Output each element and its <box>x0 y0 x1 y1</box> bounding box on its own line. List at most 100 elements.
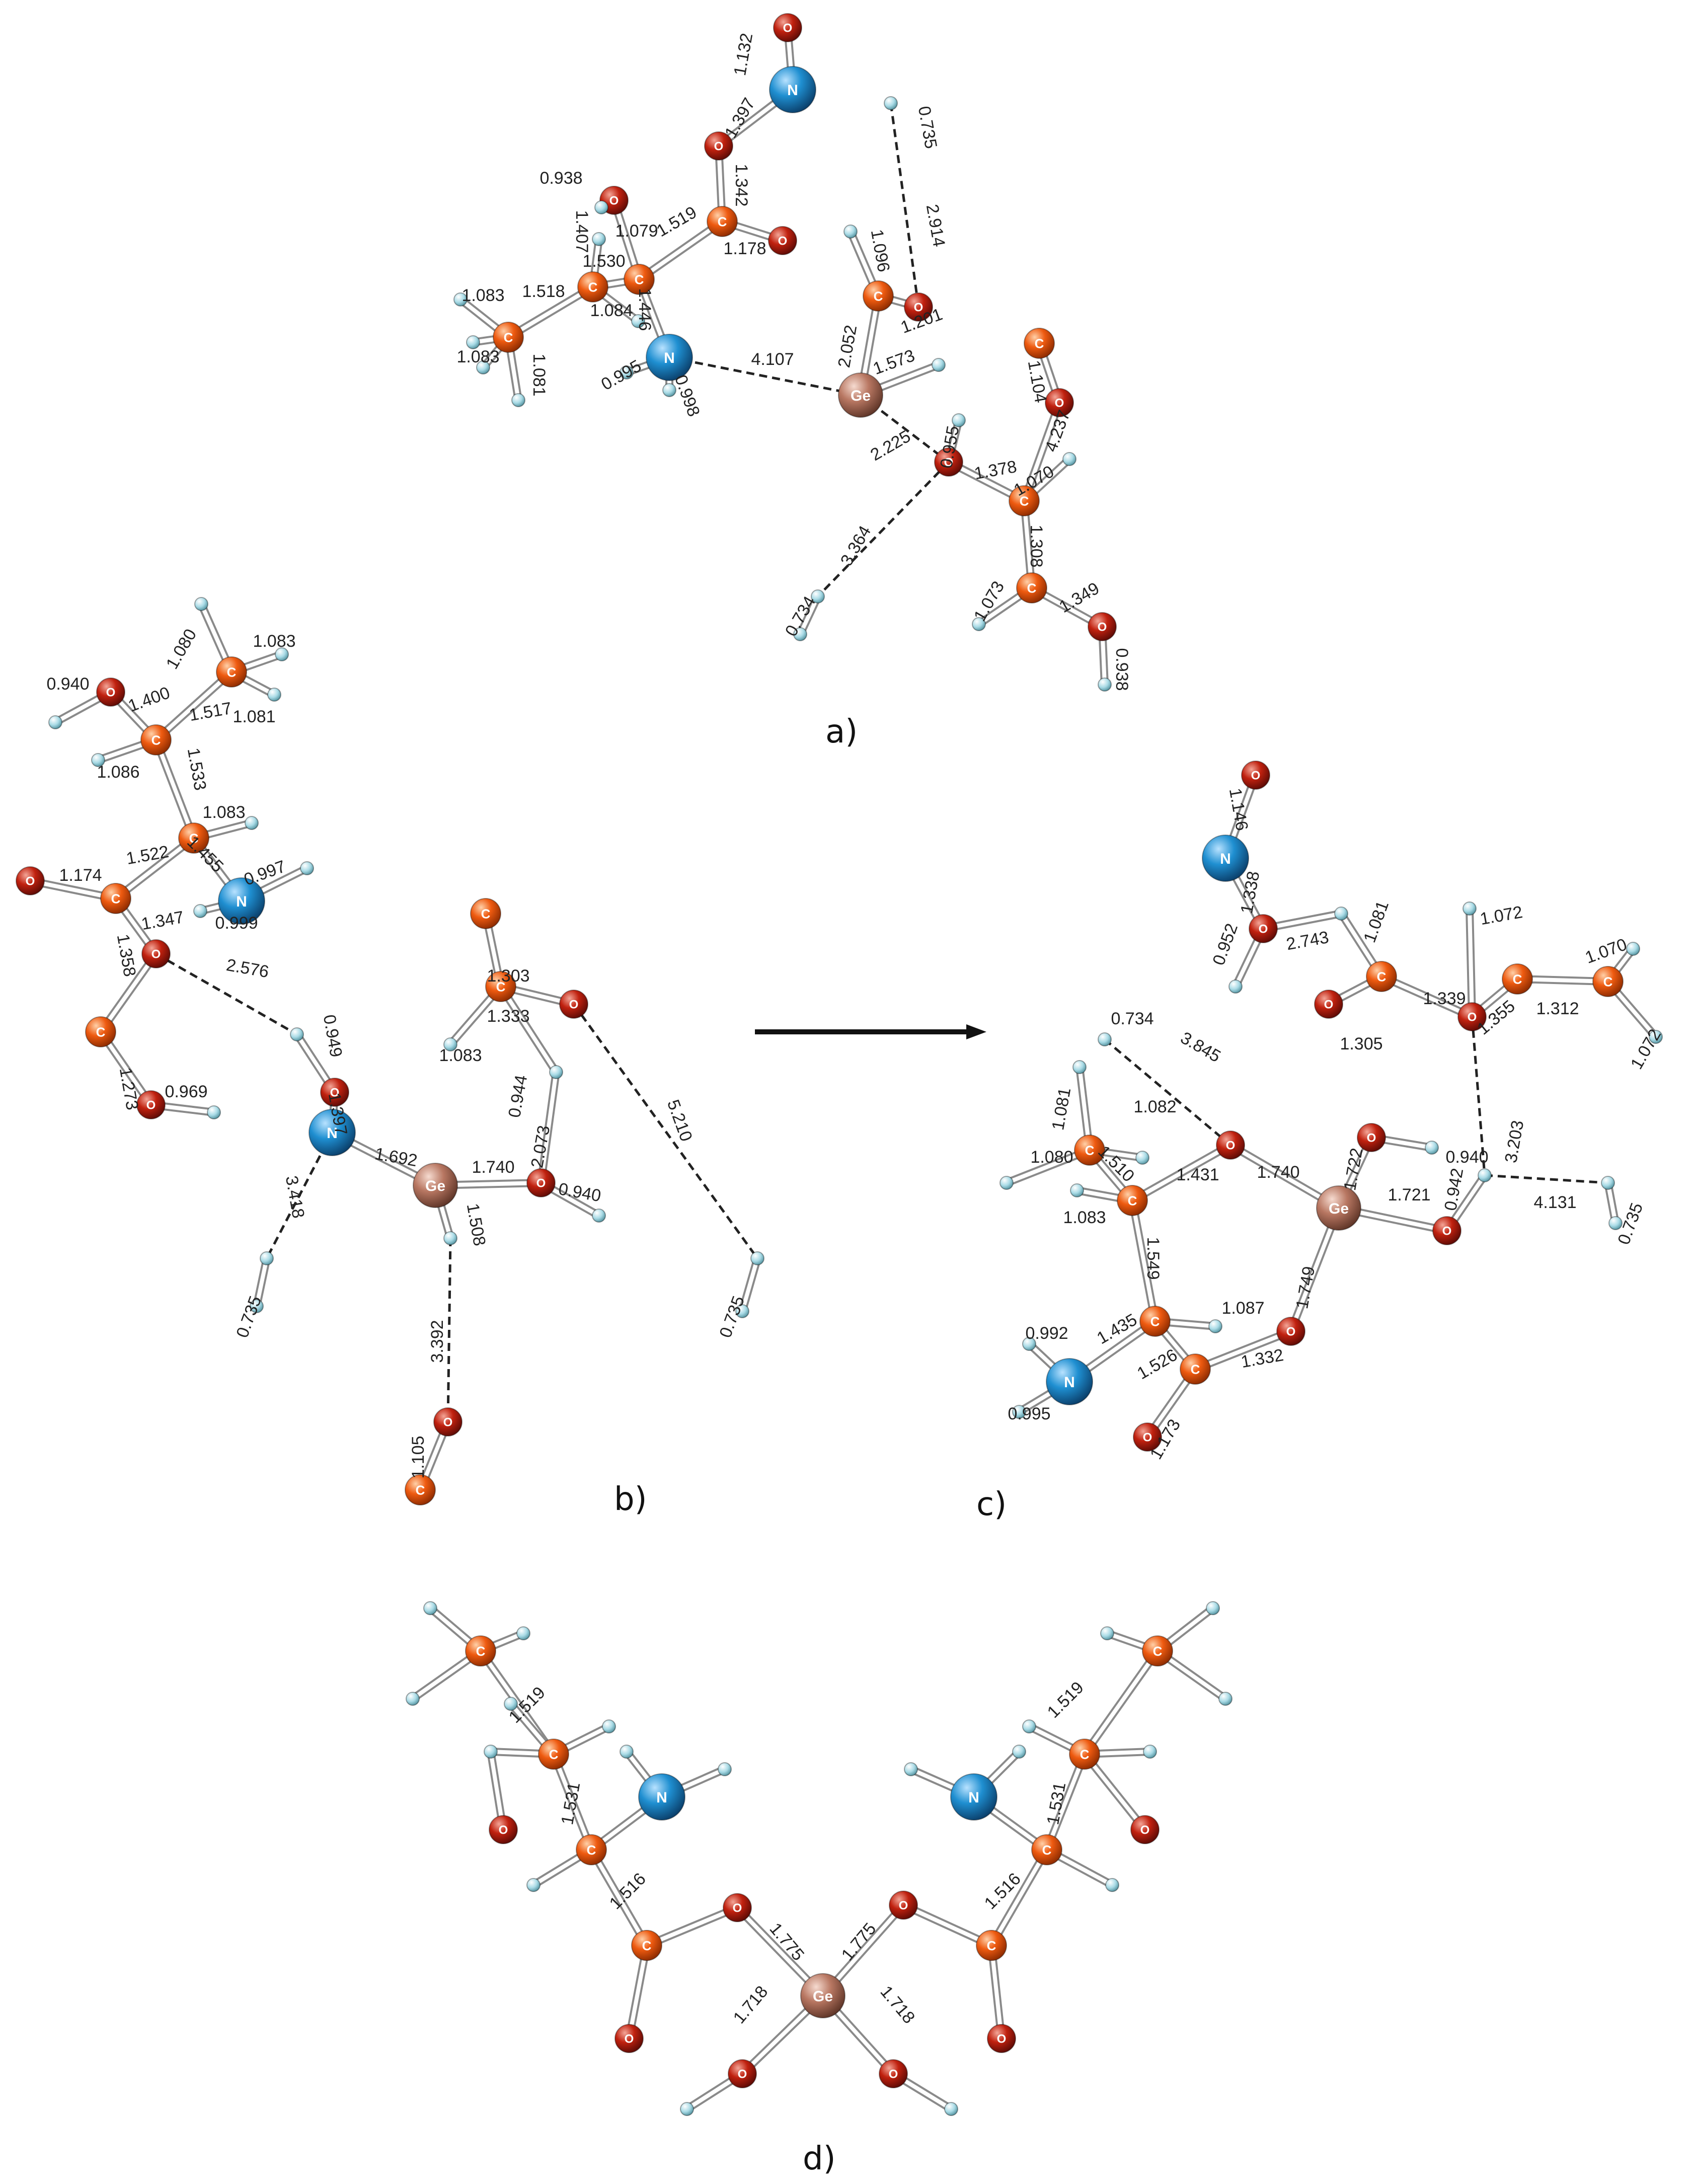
atom-O: O <box>904 292 933 322</box>
bond-length-label: 1.718 <box>877 1982 919 2027</box>
atom-H <box>1072 1060 1087 1074</box>
atom-H <box>1208 1319 1222 1333</box>
atom-O: O <box>141 939 171 968</box>
bond-highlight <box>901 1903 993 1947</box>
bond-highlight <box>589 1848 649 1947</box>
atom-H <box>1022 1719 1036 1734</box>
atom-O: O <box>1216 1131 1245 1160</box>
atom-symbol: Ge <box>1329 1200 1349 1217</box>
atom-H <box>423 1601 437 1615</box>
bond-length-label: 1.358 <box>113 933 139 978</box>
atom-O: O <box>559 990 588 1019</box>
atom-H <box>952 413 966 427</box>
atom-O: O <box>879 2059 908 2088</box>
atom-symbol: C <box>189 831 199 846</box>
panel-a: ONOCOCOCCNOCGeCOOCCO1.1321.3971.3421.178… <box>453 13 1131 692</box>
atom-Ge: Ge <box>838 372 883 418</box>
bond-length-label: 2.576 <box>225 955 270 982</box>
atom-symbol: O <box>536 1177 546 1190</box>
atom-H <box>662 383 676 397</box>
atom-H <box>443 1037 457 1051</box>
bond-length-label: 0.952 <box>1209 921 1242 968</box>
atom-H <box>1143 1745 1157 1759</box>
atom-C: C <box>624 264 655 295</box>
bond-highlight <box>154 738 196 840</box>
atom-H <box>245 816 259 830</box>
atom-symbol: O <box>1140 1824 1150 1837</box>
atom-symbol: N <box>968 1789 979 1806</box>
bond-length-label: 1.400 <box>126 683 173 716</box>
bond-length-label: 0.999 <box>215 914 258 933</box>
atom-O: O <box>1276 1317 1305 1346</box>
bond-length-label: 3.418 <box>282 1174 308 1220</box>
atom-symbol: O <box>714 140 724 154</box>
atom-O: O <box>433 1407 463 1437</box>
panel-a-label: a) <box>825 713 858 750</box>
atom-H <box>290 1027 304 1041</box>
atom-symbol: O <box>1286 1325 1296 1339</box>
atom-symbol: C <box>1020 493 1029 508</box>
atom-H <box>793 627 807 641</box>
atom-C: C <box>140 724 172 756</box>
bond-length-label: 1.080 <box>163 626 200 672</box>
bond-highlight <box>114 836 196 900</box>
atom-symbol: C <box>1042 1842 1052 1857</box>
atom-H <box>1425 1141 1439 1155</box>
atom-O: O <box>96 677 125 707</box>
atom-O: O <box>1457 1002 1487 1031</box>
atom-symbol: Ge <box>813 1988 833 2005</box>
atom-H <box>1218 1692 1233 1706</box>
atom-H <box>1478 1168 1492 1182</box>
atom-O: O <box>1314 990 1343 1019</box>
atom-C: C <box>577 271 608 303</box>
atom-H <box>904 1762 918 1776</box>
atom-O: O <box>1432 1216 1461 1245</box>
atom-symbol: O <box>625 2032 634 2046</box>
atom-C: C <box>1074 1135 1105 1166</box>
atom-C: C <box>216 656 247 688</box>
bond-highlight <box>1606 1181 1618 1225</box>
atom-O: O <box>136 1090 166 1119</box>
atom-symbol: C <box>1035 336 1044 351</box>
atom-H <box>406 1692 420 1706</box>
atom-C: C <box>493 322 524 353</box>
atom-O: O <box>768 226 797 255</box>
atom-symbol: O <box>499 1824 508 1837</box>
bond-length-label: 0.938 <box>540 169 582 188</box>
panel-c-label: c) <box>976 1486 1007 1523</box>
atom-Ge: Ge <box>1316 1185 1361 1231</box>
atom-O: O <box>987 2024 1016 2053</box>
bond-highlight <box>645 1906 739 1947</box>
atom-C: C <box>405 1474 436 1505</box>
hydrogen-bond <box>265 1132 334 1259</box>
atom-N: N <box>638 1773 685 1821</box>
atom-symbol: N <box>1064 1374 1075 1391</box>
bond-length-label: 1.446 <box>635 288 654 331</box>
atom-H <box>1100 1626 1114 1640</box>
atom-H <box>1098 1032 1112 1046</box>
bond-length-label: 4.131 <box>1533 1193 1576 1212</box>
bond-length-label: 0.734 <box>1111 1009 1153 1028</box>
atom-symbol: C <box>504 330 513 345</box>
bond-highlight <box>539 1070 558 1185</box>
bond-highlight <box>1022 401 1061 503</box>
bond-length-label: 0.969 <box>165 1082 207 1101</box>
panel-d-label: d) <box>803 2140 836 2177</box>
atom-symbol: O <box>443 1416 453 1429</box>
atom-C: C <box>538 1739 569 1770</box>
bond-length-label: 1.083 <box>1063 1208 1106 1227</box>
bond-highlight <box>1193 1329 1293 1371</box>
atom-N: N <box>769 66 816 113</box>
atom-O: O <box>1130 1815 1160 1844</box>
atom-N: N <box>309 1109 356 1156</box>
atom-symbol: C <box>496 979 506 994</box>
atom-H <box>1070 1183 1084 1197</box>
atom-symbol: O <box>330 1086 340 1100</box>
atom-C: C <box>1117 1185 1148 1216</box>
bond-length-label: 1.518 <box>522 282 565 301</box>
atom-O: O <box>320 1078 349 1107</box>
atom-symbol: O <box>569 998 579 1012</box>
atom-symbol: C <box>416 1482 425 1497</box>
